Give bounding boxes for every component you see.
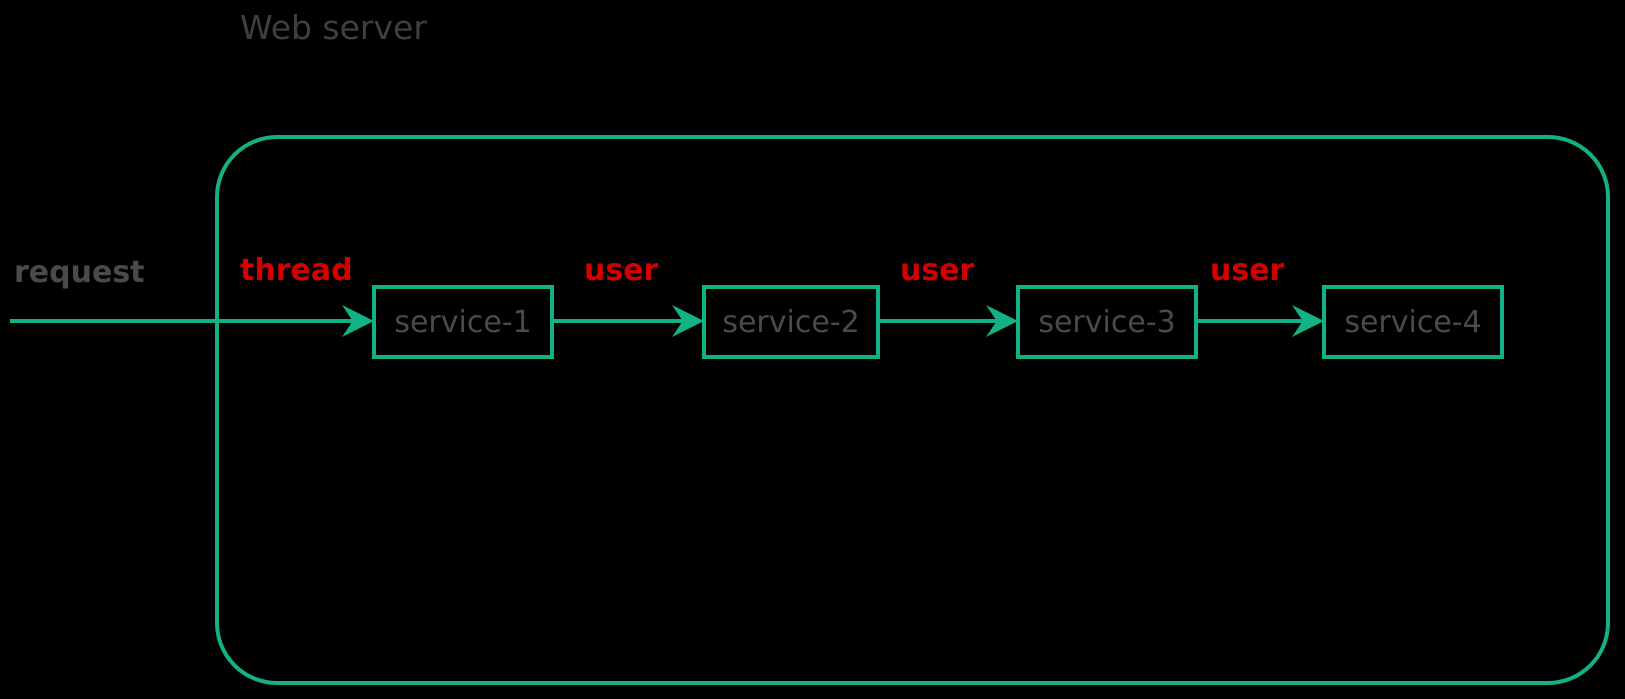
edge-label-request: request [14,255,145,290]
node-label-service-1: service-1 [394,304,532,340]
node-label-service-2: service-2 [722,304,860,340]
edge-label-thread: thread [240,253,353,288]
edge-label-user-2: user [900,253,975,288]
node-service-3[interactable]: service-3 [1016,285,1198,359]
node-service-4[interactable]: service-4 [1322,285,1504,359]
edge-label-user-3: user [1210,253,1285,288]
edge-label-user-1: user [584,253,659,288]
node-service-2[interactable]: service-2 [702,285,880,359]
diagram-title: Web server [240,8,427,47]
web-server-boundary [215,135,1610,685]
node-service-1[interactable]: service-1 [372,285,554,359]
node-label-service-4: service-4 [1344,304,1482,340]
node-label-service-3: service-3 [1038,304,1176,340]
